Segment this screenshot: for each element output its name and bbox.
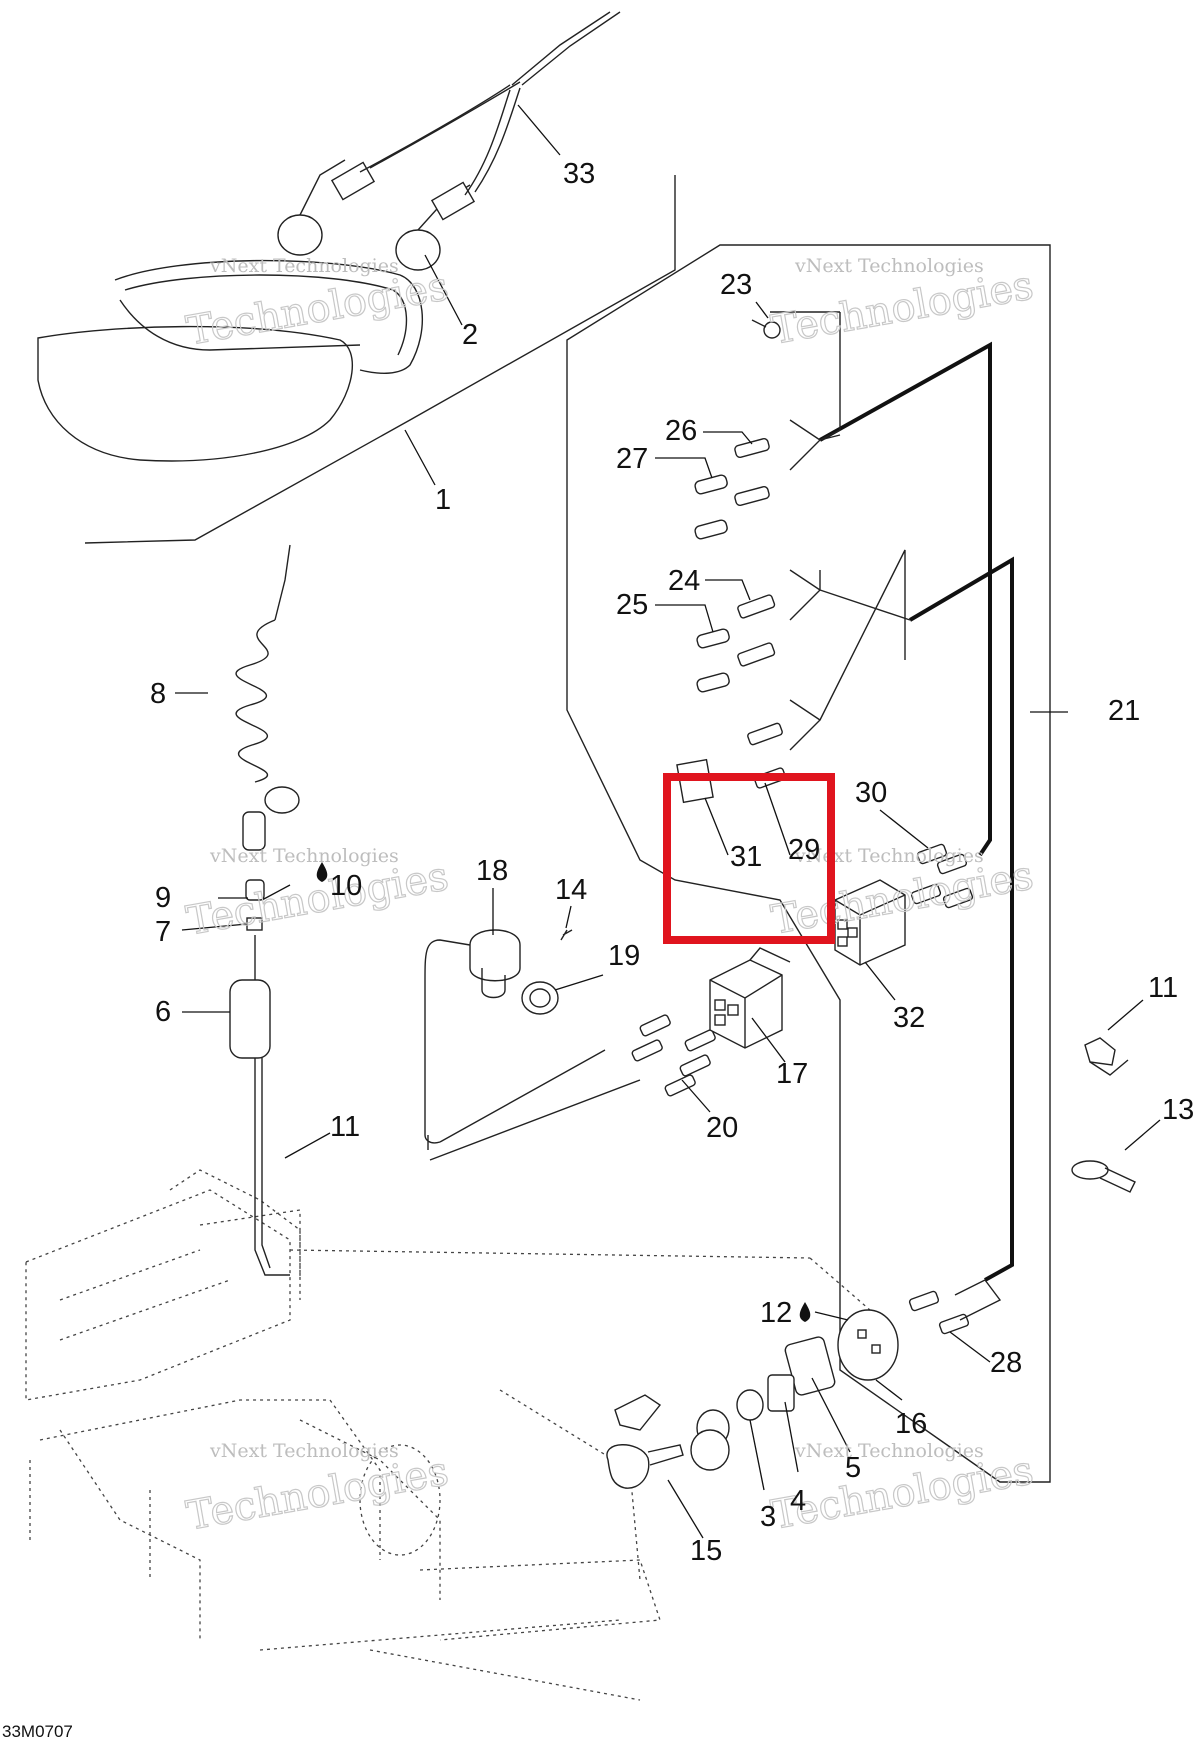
- callout-26: 26: [665, 415, 697, 447]
- callout-4: 4: [790, 1485, 806, 1517]
- callout-5: 5: [845, 1452, 861, 1484]
- callout-21: 21: [1108, 695, 1140, 727]
- callout-28: 28: [990, 1347, 1022, 1379]
- callout-27: 27: [616, 443, 648, 475]
- ignition-assembly: [606, 1037, 1136, 1489]
- callout-20: 20: [706, 1112, 738, 1144]
- callout-14: 14: [555, 874, 587, 906]
- watermark-text: vNext Technologies: [209, 1440, 399, 1462]
- lubricant-drop-icon: [316, 862, 328, 882]
- reference-code: 33M0707: [2, 1722, 73, 1741]
- lubricant-drop-icon: [799, 1302, 811, 1322]
- callout-labels: 33 2 1 23 26 27 24 25 21 8 30 31 29 18 1…: [150, 158, 1194, 1567]
- tether-cord-assembly: [229, 544, 300, 1276]
- watermark-text: vNext Technologies: [209, 255, 399, 277]
- watermark-text: vNext Technologies: [794, 1440, 984, 1462]
- headlamp-assembly: [37, 11, 676, 544]
- watermark-text: vNext Technologies: [794, 255, 984, 277]
- callout-11-cable: 11: [330, 1111, 360, 1143]
- switch-assembly: [424, 929, 641, 1161]
- watermark-outline: Technologies: [183, 853, 452, 944]
- leader-lines: [175, 104, 1161, 1539]
- callout-19: 19: [608, 940, 640, 972]
- callout-32: 32: [893, 1002, 925, 1034]
- callout-29: 29: [788, 834, 820, 866]
- watermark-text: vNext Technologies: [209, 845, 399, 867]
- callout-30: 30: [855, 777, 887, 809]
- callout-12: 12: [760, 1297, 792, 1329]
- callout-13: 13: [1162, 1094, 1194, 1126]
- terminals: [631, 319, 1002, 1335]
- callout-2: 2: [462, 319, 478, 351]
- callout-24: 24: [668, 565, 700, 597]
- callout-18: 18: [476, 855, 508, 887]
- connectors: [709, 879, 906, 1049]
- terminal-groups: [770, 311, 911, 751]
- callout-25: 25: [616, 589, 648, 621]
- callout-10: 10: [330, 870, 362, 902]
- callout-3: 3: [760, 1501, 776, 1533]
- callout-11-ring: 11: [1148, 972, 1178, 1004]
- chassis-frame: [25, 1169, 871, 1701]
- callout-17: 17: [776, 1058, 808, 1090]
- callout-33: 33: [563, 158, 595, 190]
- callout-7: 7: [155, 916, 171, 948]
- watermarks: vNext Technologies Technologies vNext Te…: [183, 255, 1038, 1540]
- wiring-harness: [819, 341, 1014, 1282]
- callout-15: 15: [690, 1535, 722, 1567]
- callout-23: 23: [720, 269, 752, 301]
- highlight-box: [663, 773, 835, 944]
- callout-9: 9: [155, 882, 171, 914]
- harness-panel-border: [566, 244, 1051, 1483]
- watermark-text: vNext Technologies: [794, 845, 984, 867]
- callout-31: 31: [730, 841, 762, 873]
- callout-8: 8: [150, 678, 166, 710]
- watermark-outline: Technologies: [183, 1448, 452, 1539]
- callout-1: 1: [435, 484, 451, 516]
- callout-6: 6: [155, 996, 171, 1028]
- callout-16: 16: [895, 1408, 927, 1440]
